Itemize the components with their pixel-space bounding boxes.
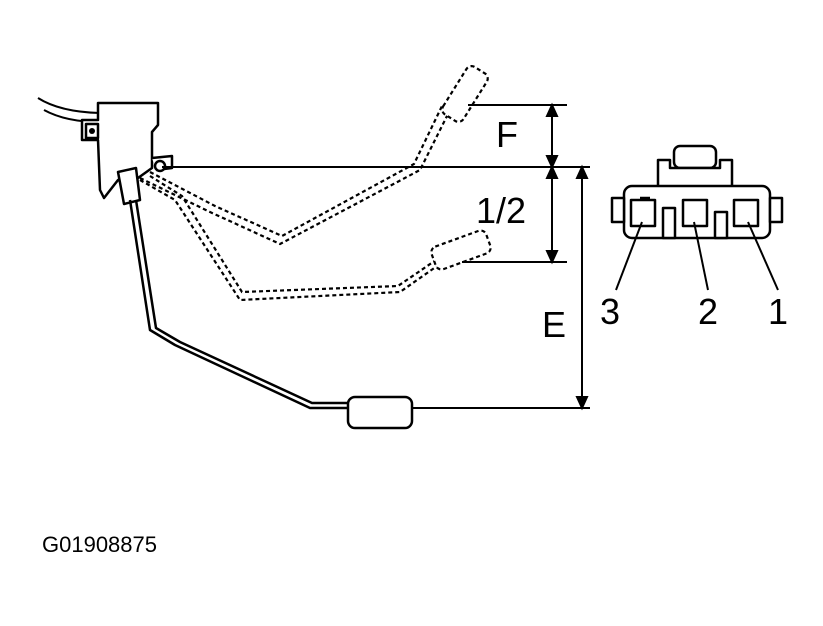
dimension-arrow-e: [575, 164, 589, 411]
connector: [610, 144, 784, 240]
pin-label-1: 1: [768, 291, 788, 332]
label-empty: E: [542, 304, 566, 345]
sender-unit-body: [80, 101, 174, 206]
float-arm-full: [139, 65, 489, 246]
label-full: F: [496, 114, 518, 155]
reference-lines: [162, 104, 590, 409]
pin-label-2: 2: [698, 291, 718, 332]
pin-1-cavity: [732, 198, 760, 228]
figure-id: G01908875: [42, 532, 157, 557]
float-arm-half: [139, 175, 492, 302]
dimension-arrow-half: [545, 164, 559, 265]
wire-harness: [37, 97, 101, 123]
pin-2-cavity: [681, 198, 709, 228]
pin-leaders: [615, 221, 779, 291]
dimension-arrow-f: [545, 102, 559, 170]
label-half: 1/2: [476, 190, 526, 231]
pin-3-cavity: [629, 198, 657, 228]
float-arm-empty: [128, 199, 414, 430]
pin-label-3: 3: [600, 291, 620, 332]
